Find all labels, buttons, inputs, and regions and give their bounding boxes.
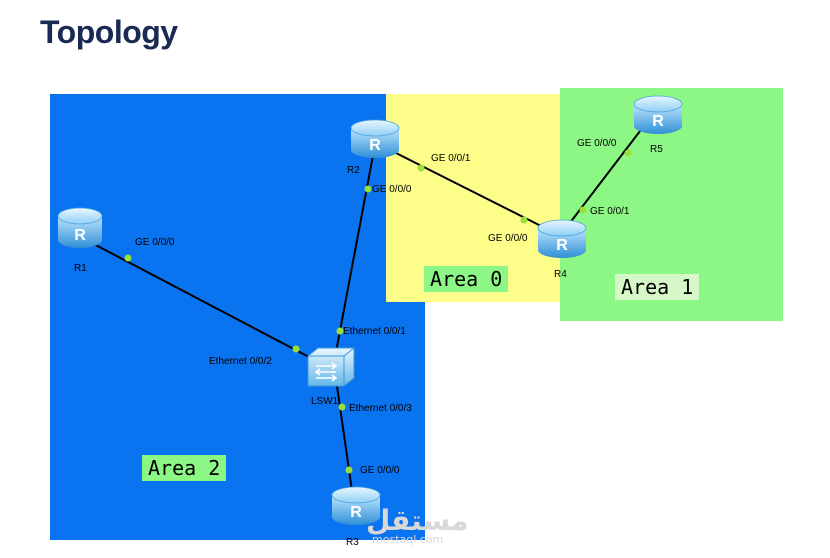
router-icon-letter: R <box>74 227 86 244</box>
router-icon-letter: R <box>369 137 381 154</box>
area-label-area2: Area 2 <box>142 455 227 481</box>
device-label-r5: R5 <box>650 144 663 155</box>
device-label-lsw1: LSW1 <box>311 396 339 407</box>
port-dot-r1 <box>124 254 132 262</box>
device-label-r2: R2 <box>347 165 360 176</box>
switch-icon-lsw1[interactable] <box>307 347 355 387</box>
link-r2-r4 <box>389 149 556 234</box>
watermark-latin: mostaql.com <box>372 533 443 546</box>
router-icon-r3[interactable]: R <box>331 486 381 525</box>
port-dot-r2-ge001 <box>417 164 425 172</box>
router-icon-r4[interactable]: R <box>537 219 587 258</box>
router-icon-letter: R <box>652 113 664 130</box>
port-dot-r2-ge000 <box>364 185 372 193</box>
port-label-r1-ge000: GE 0/0/0 <box>135 237 175 248</box>
port-label-r2-ge000: GE 0/0/0 <box>372 184 412 195</box>
router-icon-r2[interactable]: R <box>350 119 400 158</box>
port-label-lsw1-eth002: Ethernet 0/0/2 <box>209 356 272 367</box>
port-label-r3-ge000: GE 0/0/0 <box>360 465 400 476</box>
router-icon-r5[interactable]: R <box>633 95 683 134</box>
watermark-arabic: مستقل <box>366 504 468 537</box>
device-label-r1: R1 <box>74 263 87 274</box>
area-label-area1: Area 1 <box>615 274 700 300</box>
port-dot-r4-ge001 <box>579 206 587 214</box>
port-dot-lsw1-eth002 <box>292 345 300 353</box>
port-dot-lsw1-eth003 <box>338 403 346 411</box>
port-dot-r4-ge000 <box>520 216 528 224</box>
port-label-lsw1-eth003: Ethernet 0/0/3 <box>349 403 412 414</box>
port-label-r4-ge001: GE 0/0/1 <box>590 206 630 217</box>
router-icon-r1[interactable]: R <box>57 207 103 248</box>
router-icon-letter: R <box>350 504 362 521</box>
router-icon-letter: R <box>556 237 568 254</box>
link-r2-lsw1 <box>335 149 375 353</box>
port-dot-r5-ge000 <box>624 149 632 157</box>
page-title: Topology <box>40 14 178 50</box>
port-label-lsw1-eth001: Ethernet 0/0/1 <box>343 326 406 337</box>
port-label-r5-ge000: GE 0/0/0 <box>577 138 617 149</box>
area2-region <box>50 94 425 540</box>
port-dot-lsw1-eth001 <box>336 327 344 335</box>
area-label-area0: Area 0 <box>424 266 509 292</box>
device-label-r4: R4 <box>554 269 567 280</box>
port-dot-r3-ge000 <box>345 466 353 474</box>
port-label-r4-ge000: GE 0/0/0 <box>488 233 528 244</box>
device-label-r3: R3 <box>346 537 359 548</box>
link-r1-lsw1 <box>89 241 331 369</box>
port-label-r2-ge001: GE 0/0/1 <box>431 153 471 164</box>
